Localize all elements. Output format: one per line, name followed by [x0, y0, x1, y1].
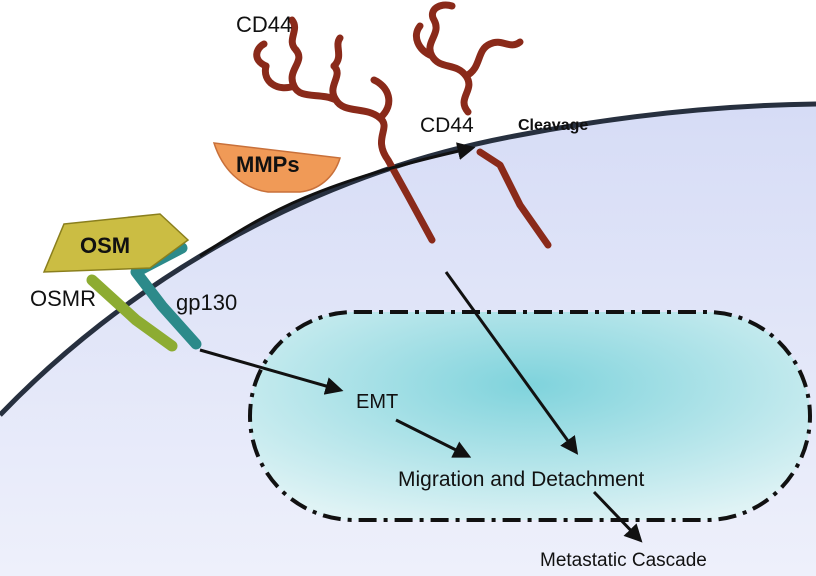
label-migration: Migration and Detachment — [398, 468, 644, 491]
arrow-emt-to-migration — [395, 418, 472, 458]
label-osmr: OSMR — [30, 286, 96, 311]
osmr-receptor — [86, 274, 178, 352]
arrow-migration-to-metastatic — [592, 490, 643, 543]
osm-ligand — [42, 213, 190, 273]
nucleus — [248, 310, 812, 522]
label-cleavage: Cleavage — [518, 117, 588, 134]
arrow-osm-to-cd44-cleavage — [199, 142, 476, 258]
cd44-membrane-stub — [476, 148, 552, 249]
label-gp130: gp130 — [176, 290, 237, 315]
cd44-intact-extra — [253, 16, 344, 70]
mmps-shape — [212, 142, 341, 193]
arrow-receptor-to-emt — [199, 348, 344, 395]
label-osm: OSM — [80, 233, 130, 258]
cd44-shed-fragment — [413, 1, 524, 116]
label-metastatic: Metastatic Cascade — [540, 550, 707, 571]
label-emt: EMT — [356, 391, 398, 413]
label-cd44-top: CD44 — [236, 12, 292, 37]
label-mmps: MMPs — [236, 152, 300, 177]
cell-membrane — [0, 101, 816, 417]
cd44-intact — [261, 46, 436, 244]
label-cd44-cleaved: CD44 — [420, 114, 474, 137]
arrow-cd44-to-migration — [444, 271, 579, 455]
